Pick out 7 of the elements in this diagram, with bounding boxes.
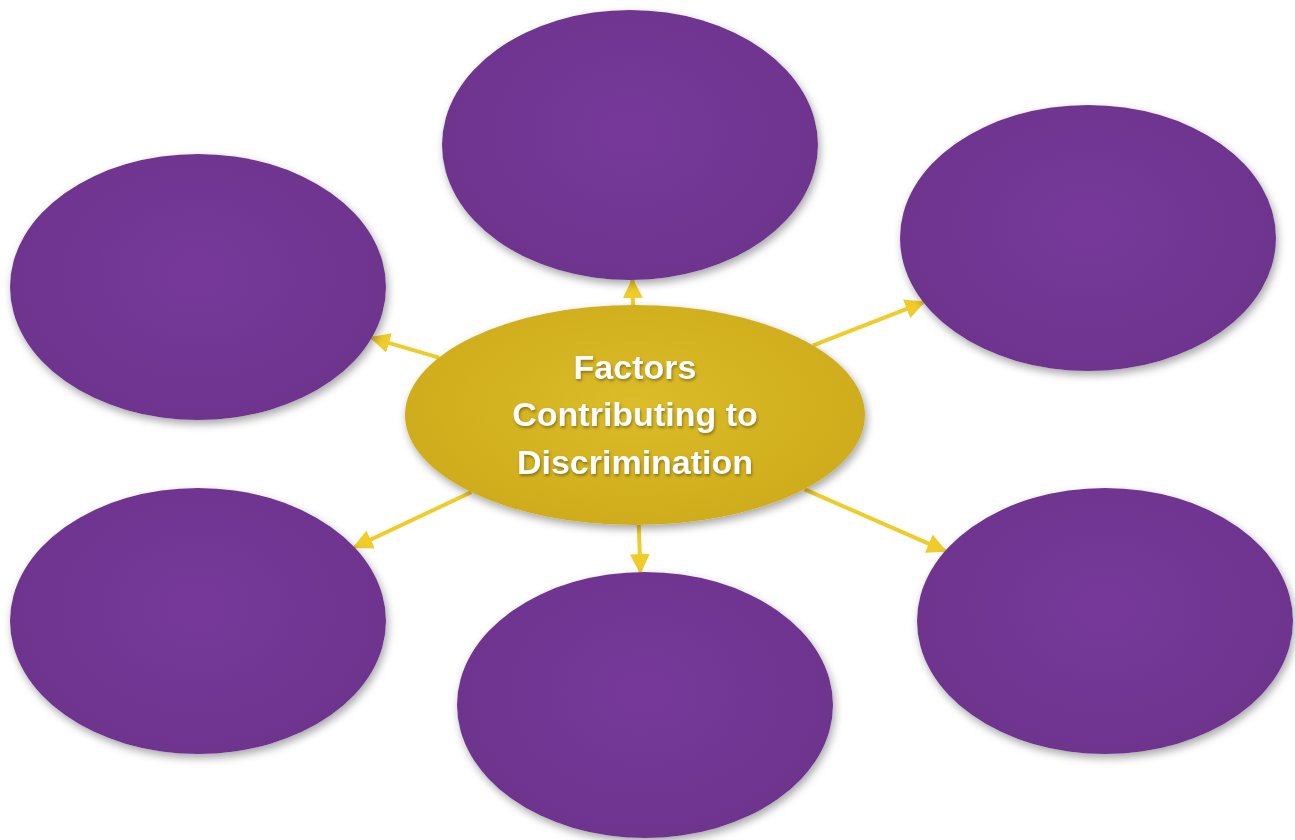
node-title: Factors Contributing to Discrimination xyxy=(511,346,759,483)
arrow xyxy=(369,333,440,360)
arrow xyxy=(803,487,947,553)
arrow xyxy=(812,299,926,348)
arrow xyxy=(352,490,473,550)
arrow xyxy=(629,524,650,575)
arrow xyxy=(622,278,643,306)
